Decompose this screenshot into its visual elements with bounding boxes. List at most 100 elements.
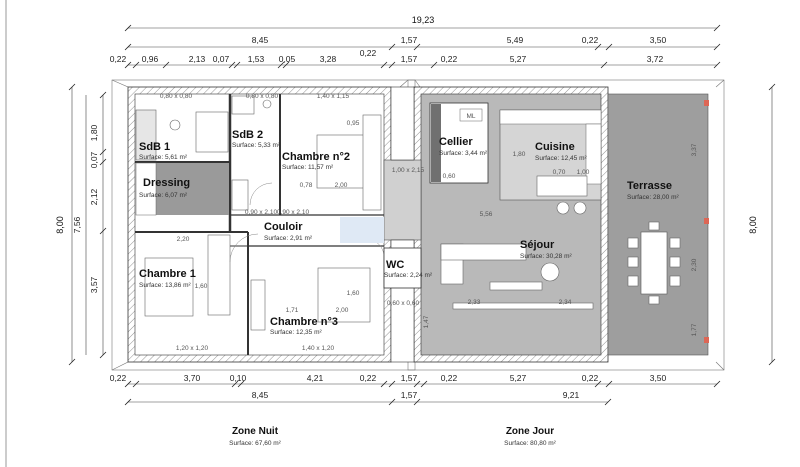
dim-8-45: 8,45 bbox=[252, 35, 269, 45]
dim-left-2-12: 2,12 bbox=[89, 188, 99, 205]
chair bbox=[648, 221, 660, 231]
dim-t-0-96: 0,96 bbox=[142, 54, 159, 64]
room-name: Chambre n°3 bbox=[270, 316, 338, 328]
dim-left-8-00: 8,00 bbox=[55, 216, 65, 234]
svg-text:0,22: 0,22 bbox=[110, 373, 127, 383]
dim-left-7-56: 7,56 bbox=[72, 216, 82, 233]
svg-text:0,22: 0,22 bbox=[582, 373, 599, 383]
zone-surface: Surface: 67,60 m² bbox=[229, 440, 281, 447]
dim-3-50: 3,50 bbox=[650, 35, 667, 45]
svg-text:3,70: 3,70 bbox=[184, 373, 201, 383]
dim-0-22-mid: 0,22 bbox=[360, 48, 377, 58]
room-name: SdB 1 bbox=[139, 141, 170, 153]
svg-text:0,90 x 2,10: 0,90 x 2,10 bbox=[245, 209, 278, 216]
svg-text:1,40 x 1,15: 1,40 x 1,15 bbox=[317, 93, 350, 100]
dim-t-0-22: 0,22 bbox=[110, 54, 127, 64]
zone-name: Zone Jour bbox=[506, 426, 554, 437]
svg-text:1,60: 1,60 bbox=[195, 283, 208, 290]
svg-text:0,22: 0,22 bbox=[360, 373, 377, 383]
room-name: Cuisine bbox=[535, 141, 575, 153]
wardrobe-chambre1 bbox=[207, 234, 231, 316]
room-cuisine: Cuisine Surface: 12,45 m² bbox=[535, 141, 587, 162]
svg-text:0,78: 0,78 bbox=[300, 182, 313, 189]
chair bbox=[669, 275, 681, 287]
kitchen-counter-side bbox=[585, 123, 602, 185]
svg-text:0,10: 0,10 bbox=[230, 373, 247, 383]
bar-stool bbox=[556, 201, 570, 215]
svg-text:0,90 x 2,10: 0,90 x 2,10 bbox=[277, 209, 310, 216]
svg-text:0,60 x 0,60: 0,60 x 0,60 bbox=[387, 300, 420, 307]
dim-t-0-05: 0,05 bbox=[279, 54, 296, 64]
door-swing bbox=[249, 182, 273, 206]
dim-left-0-07: 0,07 bbox=[89, 151, 99, 168]
bed-chambre3 bbox=[317, 267, 371, 323]
room-name: Chambre n°2 bbox=[282, 151, 350, 163]
dim-t-0-07: 0,07 bbox=[213, 54, 230, 64]
chair bbox=[627, 237, 639, 249]
room-surface: Surface: 28,00 m² bbox=[627, 194, 679, 201]
link-passage bbox=[383, 159, 422, 241]
room-name: Cellier bbox=[439, 136, 473, 148]
chair bbox=[627, 256, 639, 268]
room-surface: Surface: 12,45 m² bbox=[535, 155, 587, 162]
svg-text:0,70: 0,70 bbox=[553, 169, 566, 176]
ml-appliance bbox=[459, 108, 483, 122]
dim-t-3-28: 3,28 bbox=[320, 54, 337, 64]
room-surface: Surface: 3,44 m² bbox=[439, 150, 488, 157]
link-top bbox=[390, 86, 415, 161]
chair bbox=[669, 256, 681, 268]
shower bbox=[195, 111, 229, 153]
top-dimension-lines: 19,23 8,45 1,57 5,49 0,22 3,50 0,22 0,22… bbox=[110, 15, 721, 69]
svg-text:1,40 x 1,20: 1,40 x 1,20 bbox=[302, 345, 335, 352]
svg-text:9,21: 9,21 bbox=[563, 390, 580, 400]
svg-text:1,47: 1,47 bbox=[423, 315, 430, 328]
chair bbox=[627, 275, 639, 287]
dim-t-1-57: 1,57 bbox=[401, 54, 418, 64]
svg-text:1,71: 1,71 bbox=[286, 307, 299, 314]
svg-text:1,00: 1,00 bbox=[577, 169, 590, 176]
svg-text:1,60: 1,60 bbox=[347, 290, 360, 297]
dim-left-3-57: 3,57 bbox=[89, 276, 99, 293]
zone-surface: Surface: 80,80 m² bbox=[504, 440, 556, 447]
room-dressing: Dressing Surface: 6,07 m² bbox=[139, 177, 190, 199]
room-surface: Surface: 6,07 m² bbox=[139, 192, 188, 199]
svg-text:3,50: 3,50 bbox=[650, 373, 667, 383]
svg-text:1,00 x 2,15: 1,00 x 2,15 bbox=[392, 167, 425, 174]
room-surface: Surface: 11,57 m² bbox=[282, 164, 334, 171]
svg-text:5,56: 5,56 bbox=[480, 211, 493, 218]
armchair bbox=[540, 262, 560, 282]
bed-chambre2 bbox=[316, 134, 370, 189]
dim-left-1-80: 1,80 bbox=[89, 124, 99, 141]
room-sejour: Séjour Surface: 30,28 m² bbox=[520, 239, 572, 260]
svg-text:0,60: 0,60 bbox=[443, 173, 456, 180]
svg-text:1,80: 1,80 bbox=[513, 151, 526, 158]
night-interior-walls bbox=[135, 94, 384, 355]
svg-text:1,57: 1,57 bbox=[401, 390, 418, 400]
ml-label: ML bbox=[466, 113, 475, 120]
interior-dimensions: 2,00 0,78 0,95 2,20 1,60 2,00 1,71 1,60 … bbox=[177, 120, 698, 336]
bar-stool bbox=[573, 201, 587, 215]
dim-t-0-22b: 0,22 bbox=[441, 54, 458, 64]
dim-t-1-53: 1,53 bbox=[248, 54, 265, 64]
right-dimension-line: 8,00 bbox=[748, 83, 776, 366]
terrasse-post bbox=[704, 100, 709, 106]
chair bbox=[648, 295, 660, 305]
svg-text:0,22: 0,22 bbox=[441, 373, 458, 383]
couloir-stairs bbox=[340, 217, 384, 243]
svg-text:2,34: 2,34 bbox=[559, 299, 572, 306]
sdb2-toilet bbox=[262, 99, 272, 109]
room-name: Terrasse bbox=[627, 180, 672, 192]
chair bbox=[669, 237, 681, 249]
room-surface: Surface: 2,24 m² bbox=[384, 272, 433, 279]
dim-right-8-00: 8,00 bbox=[748, 216, 758, 234]
coffee-table bbox=[489, 281, 543, 291]
room-name: SdB 2 bbox=[232, 129, 263, 141]
opening-labels: 0,80 x 0,80 0,80 x 0,80 1,40 x 1,15 1,20… bbox=[160, 93, 425, 352]
room-surface: Surface: 13,86 m² bbox=[139, 282, 191, 289]
svg-text:2,33: 2,33 bbox=[468, 299, 481, 306]
dim-5-49: 5,49 bbox=[507, 35, 524, 45]
room-cellier: Cellier Surface: 3,44 m² bbox=[439, 136, 488, 157]
svg-text:4,21: 4,21 bbox=[307, 373, 324, 383]
desk-chambre3 bbox=[250, 279, 266, 331]
